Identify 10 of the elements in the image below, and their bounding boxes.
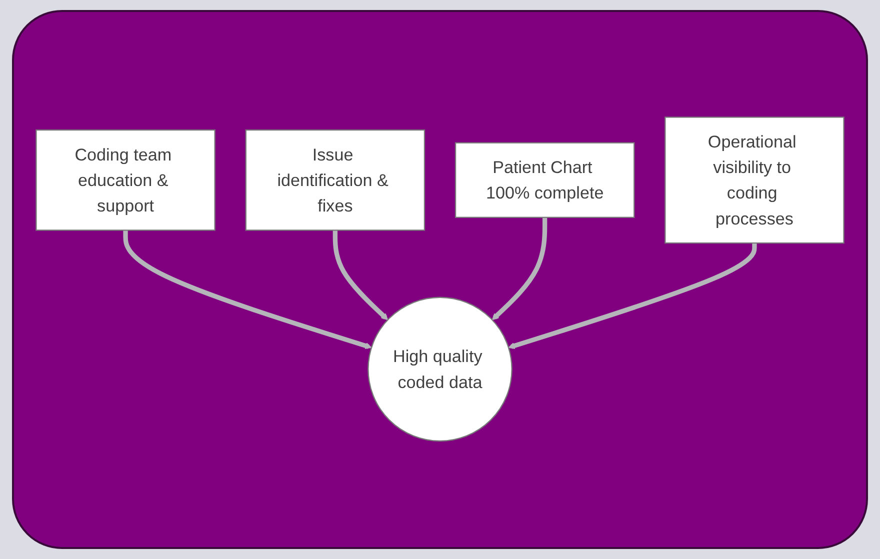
arrow xyxy=(123,230,372,350)
node-box xyxy=(245,130,426,232)
arrow xyxy=(508,243,757,350)
node-box xyxy=(36,130,216,232)
arrow xyxy=(492,218,548,321)
node-box xyxy=(664,117,844,244)
panel-background: Coding team education & support Issue identification & fixes Patient Chart 100% complete High quality coded data Operational visibility to coding processes xyxy=(12,10,868,549)
node-circle xyxy=(368,297,512,442)
node-box xyxy=(454,142,635,218)
arrow xyxy=(332,230,388,321)
